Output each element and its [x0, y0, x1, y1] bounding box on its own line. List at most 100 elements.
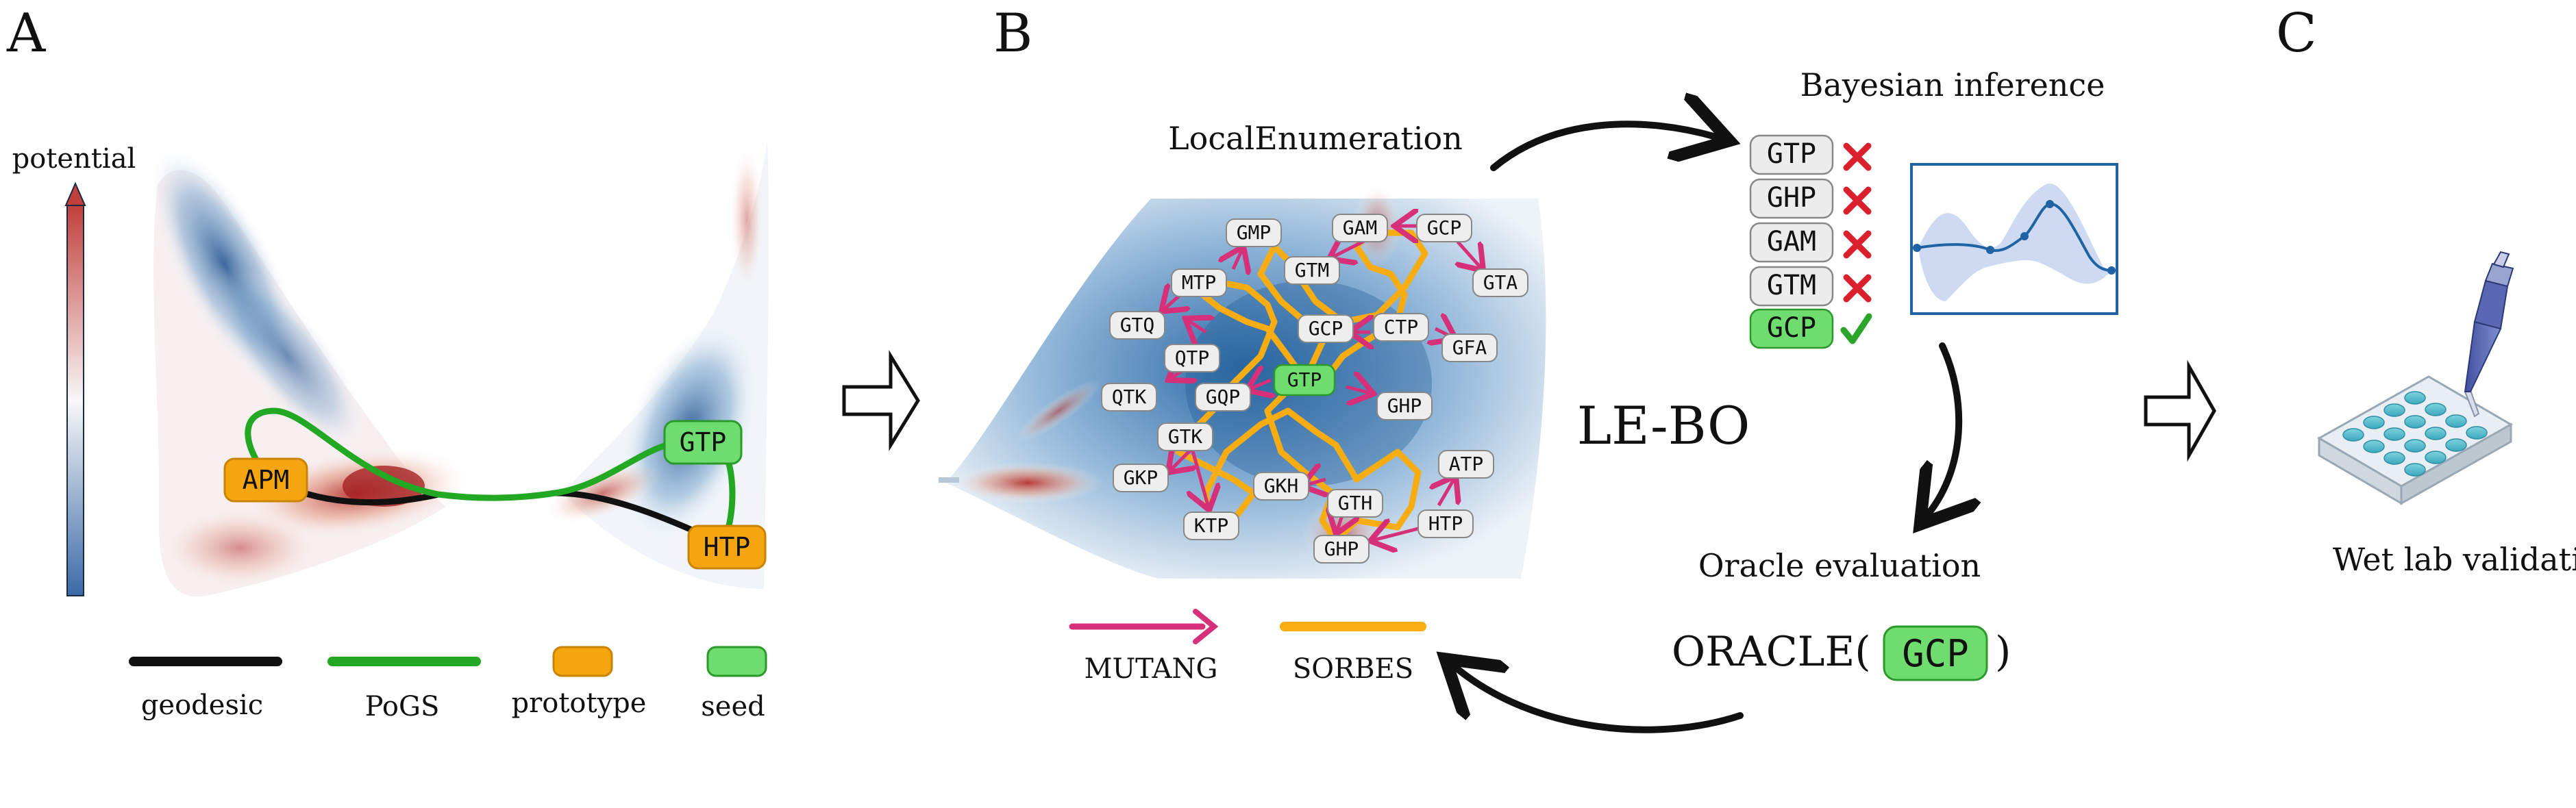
reject-icon	[1843, 186, 1872, 215]
gp-plot	[1910, 163, 2118, 315]
svg-text:GHP: GHP	[1387, 394, 1422, 417]
node-ktp: KTP	[1183, 512, 1239, 540]
candidate-gtp: GTP	[1749, 134, 1872, 175]
node-ctp: CTP	[1373, 313, 1429, 342]
hollow-arrow-ab	[842, 350, 920, 451]
node-gth: GTH	[1327, 489, 1383, 518]
bayes-title: Bayesian inference	[1800, 66, 2105, 103]
oracle-arg: GCP	[1883, 625, 1988, 681]
node-gtm: GTM	[1284, 256, 1340, 285]
hollow-arrow-bc	[2144, 359, 2216, 462]
svg-text:GTK: GTK	[1168, 425, 1203, 448]
svg-text:GCP: GCP	[1309, 317, 1343, 340]
svg-text:GTM: GTM	[1767, 270, 1816, 301]
svg-text:GHP: GHP	[1767, 182, 1816, 214]
svg-text:GTH: GTH	[1338, 492, 1373, 514]
legend-prototype-swatch	[552, 646, 613, 677]
candidate-list: GTP GHP GAM GTM GCP	[1749, 134, 1872, 349]
node-gkp: GKP	[1113, 464, 1169, 492]
legend-a: geodesic PoGS prototype seed	[129, 646, 767, 722]
oracle-prefix: ORACLE(	[1672, 628, 1871, 676]
node-htp: HTP	[687, 525, 767, 570]
arrow-to-oracle	[1929, 342, 1959, 514]
svg-text:GTP: GTP	[1287, 368, 1322, 391]
svg-text:GFA: GFA	[1452, 336, 1487, 359]
oracle-title: Oracle evaluation	[1698, 547, 1981, 584]
node-gtp-seed-b: GTP	[1273, 364, 1336, 396]
svg-text:HTP: HTP	[704, 532, 751, 562]
le-bo-label: LE-BO	[1577, 395, 1750, 456]
svg-text:HTP: HTP	[1428, 512, 1463, 535]
le-nodes: GMP GAM GCP GTM GTA MTP GTQ GCP CTP GFA …	[1101, 214, 1528, 564]
reject-icon	[1843, 230, 1872, 259]
svg-text:QTP: QTP	[1175, 346, 1210, 369]
legend-sorbes-label: SORBES	[1293, 653, 1413, 685]
svg-text:GTM: GTM	[1295, 259, 1330, 281]
potential-colorbar	[64, 181, 86, 596]
oracle-suffix: )	[1995, 628, 2011, 676]
node-qtp: QTP	[1164, 344, 1220, 373]
legend-prototype-label: prototype	[512, 687, 647, 719]
svg-text:GTP: GTP	[680, 427, 727, 457]
candidate-gtm: GTM	[1749, 266, 1872, 307]
svg-text:GCP: GCP	[1767, 312, 1816, 344]
candidate-gam: GAM	[1749, 222, 1872, 263]
local-enumeration-label: LocalEnumeration	[1168, 120, 1463, 157]
node-gta: GTA	[1472, 268, 1528, 297]
arrow-to-le	[1456, 668, 1744, 733]
node-gqp: GQP	[1195, 383, 1251, 412]
wet-lab-label: Wet lab validation	[2333, 541, 2576, 578]
candidate-ghp: GHP	[1749, 178, 1872, 219]
svg-text:GTP: GTP	[1767, 138, 1816, 170]
svg-text:CTP: CTP	[1384, 316, 1419, 338]
node-htp-b: HTP	[1417, 509, 1474, 538]
legend-b: MUTANG SORBES	[1069, 609, 1426, 685]
node-gam: GAM	[1332, 214, 1388, 242]
well-plate-icon	[2316, 375, 2514, 505]
colorbar-label: potential	[12, 143, 136, 175]
node-gmp: GMP	[1226, 218, 1282, 247]
node-ghp-right: GHP	[1376, 392, 1433, 420]
panel-label-c: C	[2276, 3, 2317, 64]
node-atp: ATP	[1438, 450, 1494, 479]
svg-text:GAM: GAM	[1343, 216, 1378, 239]
arrow-to-bayes	[1490, 124, 1716, 171]
svg-text:GTQ: GTQ	[1120, 314, 1155, 336]
node-ghp-bottom: GHP	[1313, 535, 1370, 564]
legend-seed-swatch	[706, 646, 767, 677]
svg-text:GCP: GCP	[1902, 632, 1969, 675]
svg-text:GCP: GCP	[1427, 216, 1462, 239]
candidate-gcp: GCP	[1749, 308, 1872, 349]
svg-text:GAM: GAM	[1767, 226, 1816, 257]
node-gtk: GTK	[1157, 422, 1213, 451]
reject-icon	[1843, 274, 1872, 303]
svg-text:GKH: GKH	[1264, 475, 1299, 497]
pipette-icon	[2464, 251, 2514, 418]
node-gcp-mid: GCP	[1298, 314, 1354, 343]
legend-pogs-label: PoGS	[365, 691, 440, 722]
node-mtp: MTP	[1171, 268, 1227, 297]
legend-mutang-label: MUTANG	[1085, 653, 1218, 685]
node-gtq: GTQ	[1109, 311, 1165, 340]
node-gfa: GFA	[1441, 333, 1498, 362]
cycle-arrows	[1456, 124, 1959, 733]
panel-label-b: B	[993, 3, 1032, 64]
svg-text:APM: APM	[243, 465, 290, 495]
svg-text:GQP: GQP	[1206, 386, 1241, 408]
node-gkh: GKH	[1253, 472, 1309, 501]
node-gcp-top: GCP	[1416, 214, 1472, 242]
legend-seed-label: seed	[701, 691, 765, 722]
svg-text:GMP: GMP	[1237, 221, 1272, 244]
svg-text:GTA: GTA	[1483, 271, 1518, 294]
svg-text:GKP: GKP	[1124, 466, 1159, 489]
accept-icon	[1840, 313, 1872, 344]
svg-text:QTK: QTK	[1112, 386, 1147, 408]
svg-text:GHP: GHP	[1324, 538, 1359, 560]
node-qtk: QTK	[1101, 383, 1157, 412]
svg-text:MTP: MTP	[1182, 271, 1217, 294]
node-apm: APM	[223, 457, 308, 503]
svg-text:ATP: ATP	[1449, 453, 1484, 475]
svg-text:KTP: KTP	[1194, 514, 1229, 537]
panel-label-a: A	[6, 3, 47, 64]
legend-geodesic-label: geodesic	[141, 690, 263, 721]
